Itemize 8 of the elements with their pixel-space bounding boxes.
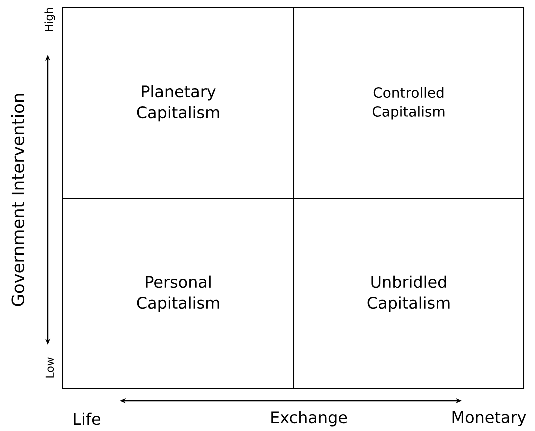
quadrant-box: Unbridled Capitalism (294, 198, 524, 390)
quadrant-box: Controlled Capitalism (294, 8, 524, 200)
quadrant-box: Planetary Capitalism (62, 8, 294, 200)
axis-label: Monetary (452, 412, 526, 426)
axis-label: Government Intervention (11, 94, 25, 306)
axis-label: Life (74, 412, 101, 426)
axis-label: Exchange (272, 411, 348, 427)
quadrant-box: Personal Capitalism (62, 198, 294, 390)
